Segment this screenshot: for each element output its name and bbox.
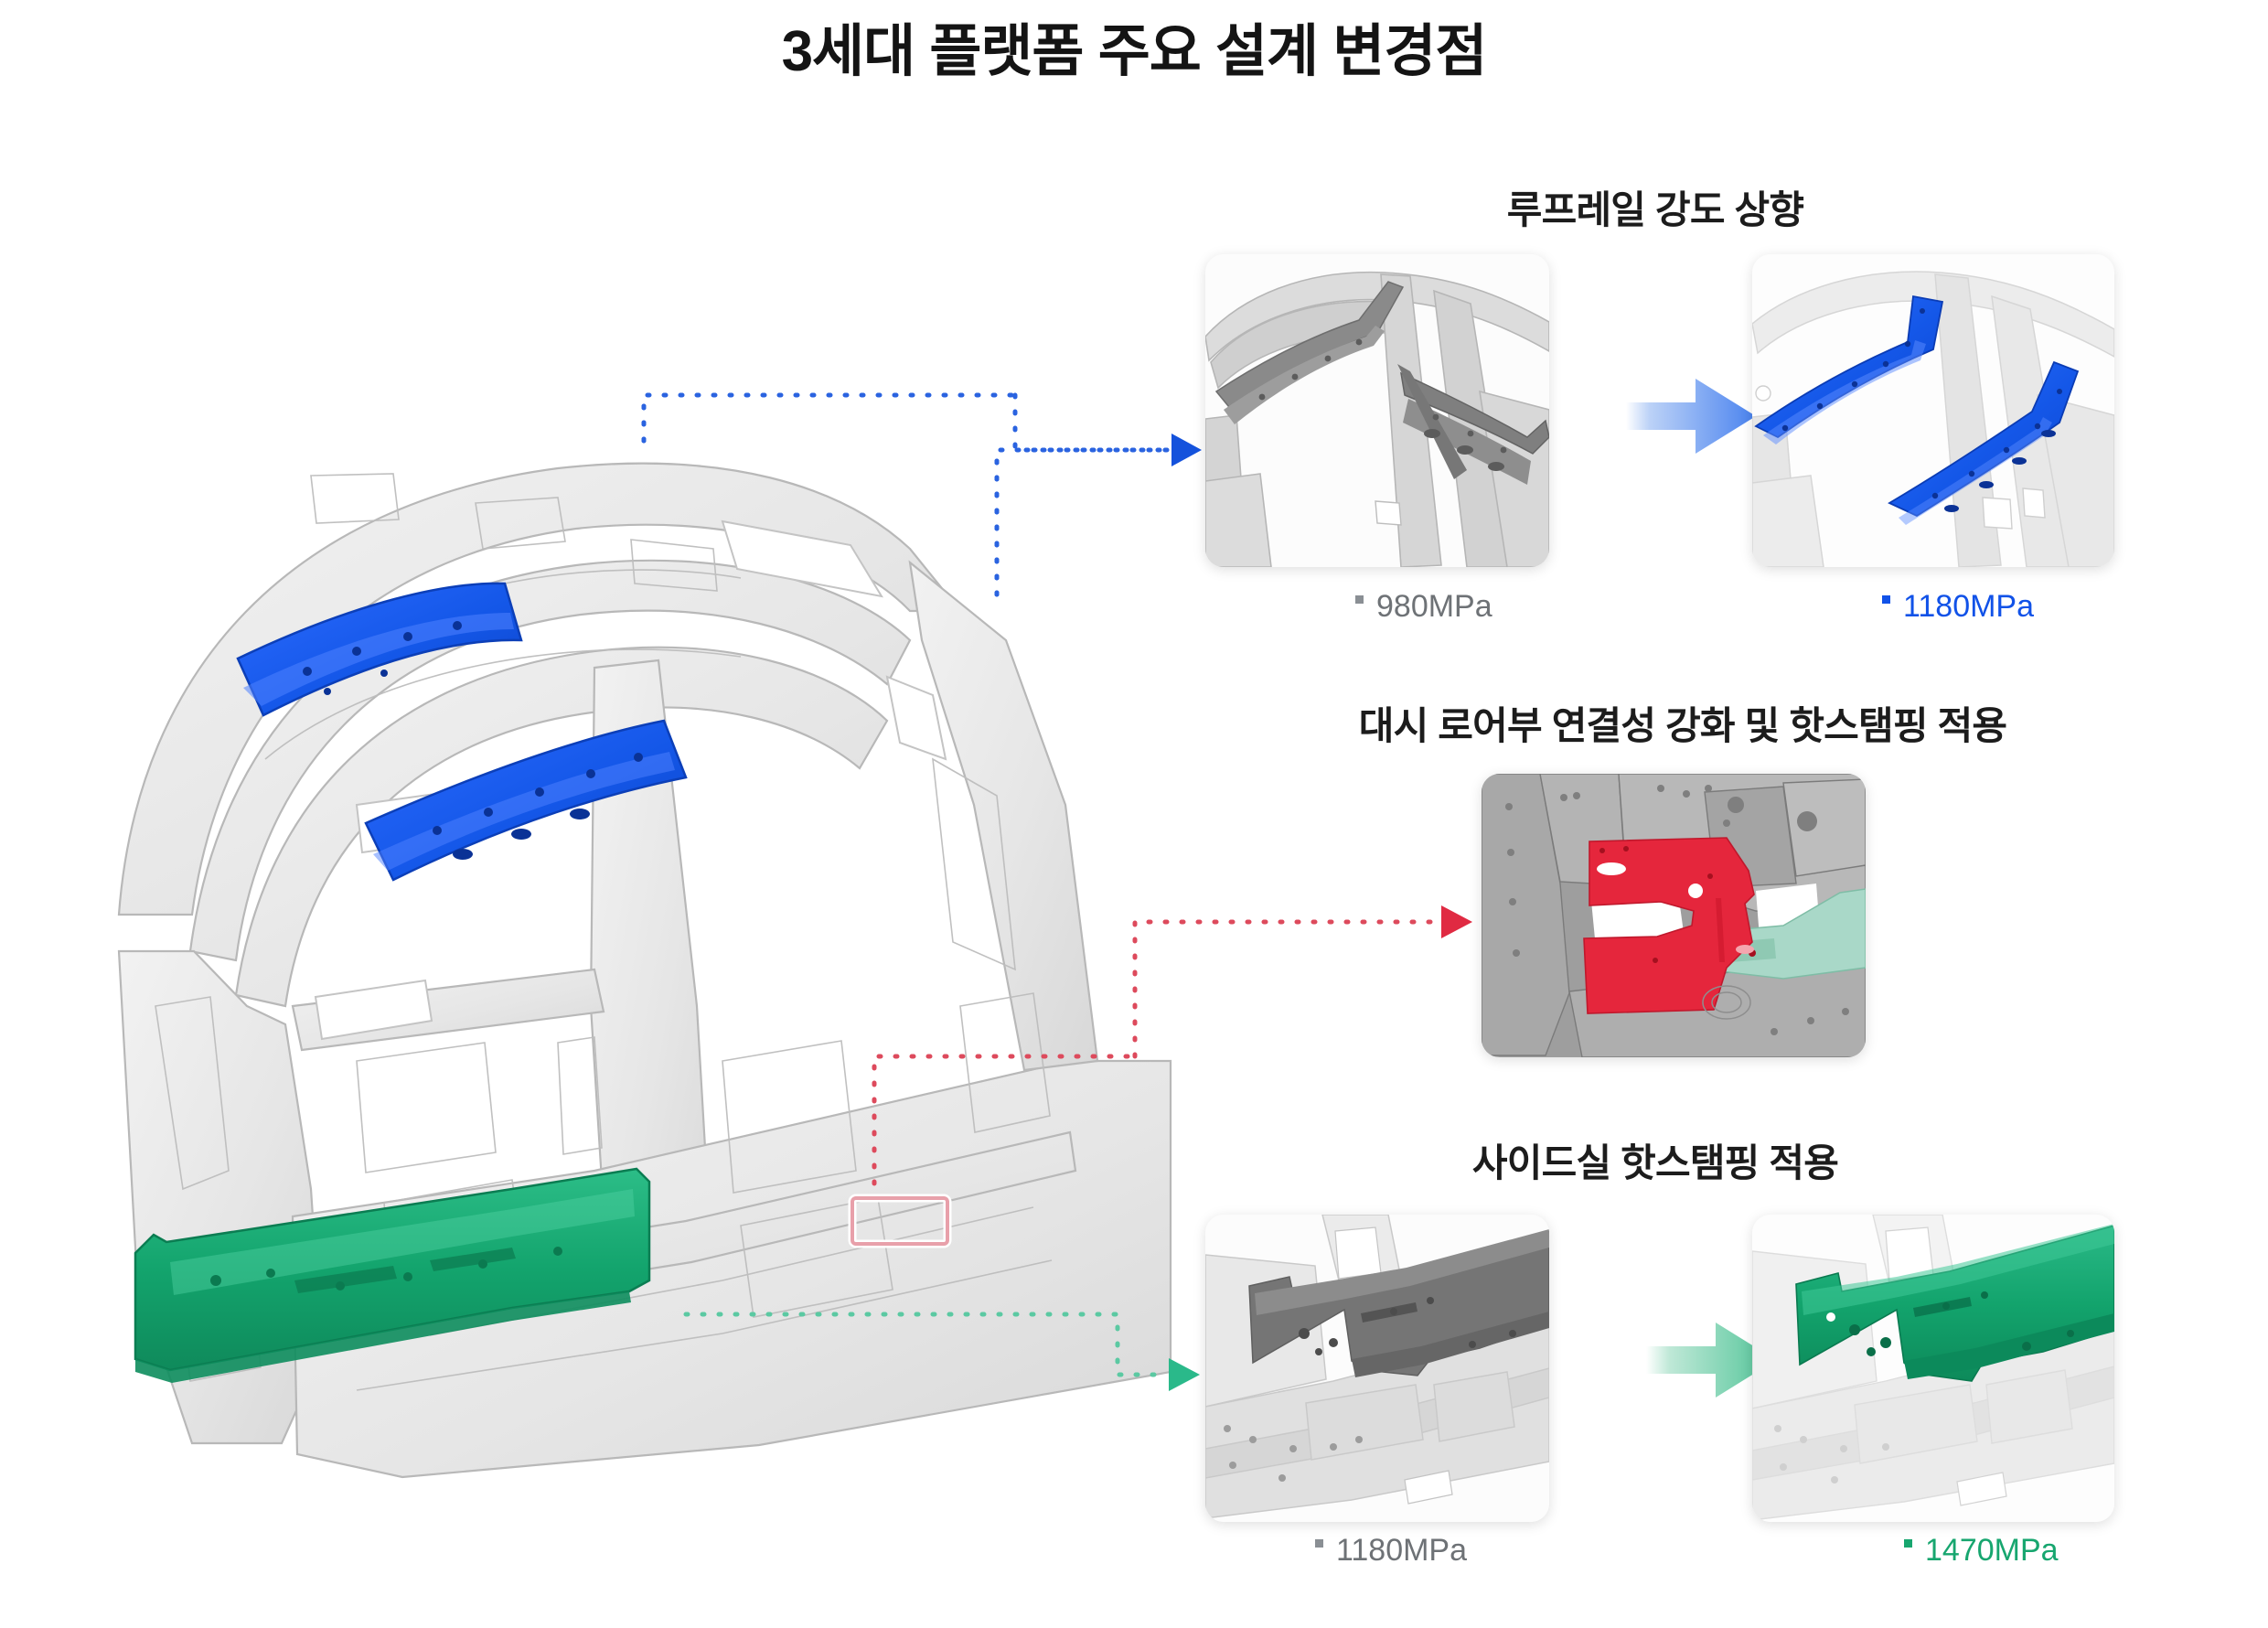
- side-sill-before-caption: 1180MPa: [1315, 1533, 1467, 1569]
- dash-lower-card: [1482, 774, 1866, 1057]
- side-sill-transition-arrow: [1646, 1323, 1776, 1398]
- dash-lower-red-panel: [1583, 837, 1755, 1014]
- roof-rail-before-card: [1205, 254, 1549, 567]
- side-sill-before-render: [1205, 1215, 1549, 1522]
- roof-rail-after-label: 1180MPa: [1903, 589, 2035, 624]
- roof-rail-before-caption: 980MPa: [1355, 589, 1492, 625]
- side-sill-before-label: 1180MPa: [1336, 1533, 1468, 1568]
- bullet-marker: [1904, 1539, 1912, 1548]
- section-title-side-sill: 사이드실 핫스탬핑 적용: [1471, 1141, 1839, 1184]
- roof-rail-blue-rear: [1888, 360, 2080, 525]
- side-sill-before-card: [1205, 1215, 1549, 1522]
- bullet-marker: [1355, 595, 1364, 604]
- connector-arrowhead-red: [1441, 905, 1472, 938]
- dash-lower-hotstamping-render: [1482, 774, 1866, 1057]
- side-sill-after-label: 1470MPa: [1925, 1533, 2059, 1568]
- bullet-marker: [1882, 595, 1890, 604]
- roof-rail-after-card: [1752, 254, 2114, 567]
- section-title-dash-lower: 대시 로어부 연결성 강화 및 핫스탬핑 적용: [1358, 704, 2007, 747]
- bullet-marker: [1315, 1539, 1323, 1548]
- roof-rail-highlight-rear: [364, 719, 688, 882]
- roof-rail-after-caption: 1180MPa: [1882, 589, 2034, 625]
- roof-rail-after-render: [1752, 254, 2114, 567]
- side-sill-after-card: [1752, 1215, 2114, 1522]
- roof-rail-before-label: 980MPa: [1376, 589, 1492, 624]
- roof-rail-before-render: [1205, 254, 1549, 567]
- side-sill-after-render: [1752, 1215, 2114, 1522]
- section-title-roof-rail: 루프레일 강도 상향: [1506, 188, 1804, 231]
- roof-rail-transition-arrow: [1626, 379, 1756, 454]
- side-sill-after-caption: 1470MPa: [1904, 1533, 2059, 1569]
- page-title: 3세대 플랫폼 주요 설계 변경점: [781, 20, 1488, 83]
- vehicle-body-illustration: [117, 462, 1172, 1479]
- roof-rail-blue-front: [1754, 295, 1944, 444]
- roof-rail-highlight-front: [236, 582, 523, 717]
- side-sill-highlight: [134, 1167, 651, 1383]
